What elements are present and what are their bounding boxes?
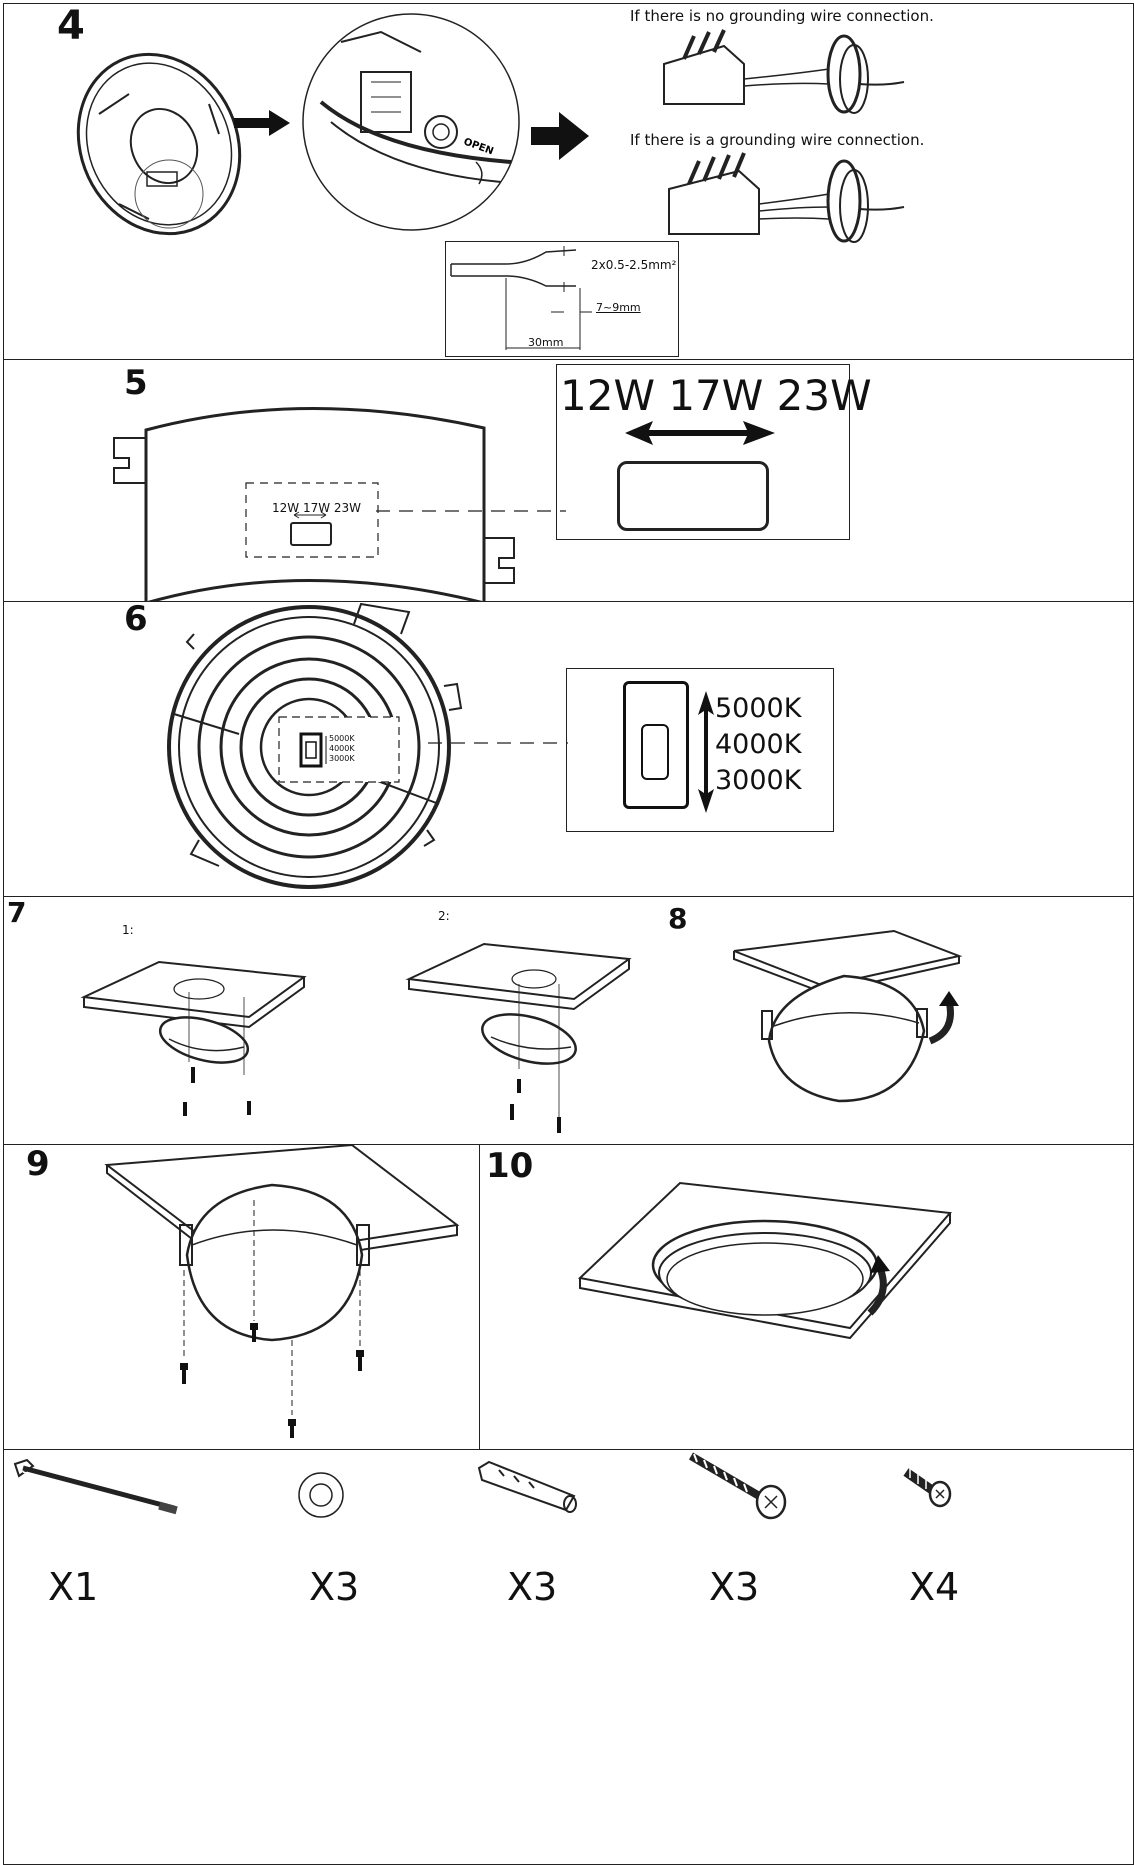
cct-zoom-5000: 5000K xyxy=(715,693,802,724)
terminal-closeup-illustration: OPEN xyxy=(302,13,520,231)
part-qty-washer: X3 xyxy=(309,1565,360,1609)
cct-small-5000: 5000K xyxy=(329,734,355,743)
part-qty-hex-key: X1 xyxy=(48,1565,99,1609)
step-number: 10 xyxy=(486,1146,534,1186)
part-qty-wall-plug: X3 xyxy=(507,1565,558,1609)
power-label-zoom: 12W 17W 23W xyxy=(560,371,872,420)
wire-strip-diagram xyxy=(450,246,592,350)
substep-2-label: 2: xyxy=(438,909,450,923)
step-5-panel: 5 12W 17W 23W 12W 17W 23W xyxy=(3,359,1134,605)
connector-no-ground-illustration xyxy=(663,29,905,114)
step-9-illustration xyxy=(104,1143,460,1438)
power-switch-zoom-box: 12W 17W 23W xyxy=(556,364,872,540)
power-label-small: 12W 17W 23W xyxy=(272,501,362,515)
wire-strip-box: 2x0.5-2.5mm² 7~9mm 30mm xyxy=(445,241,679,357)
arrow-right-icon xyxy=(531,112,589,160)
driver-box-illustration xyxy=(113,407,515,605)
machine-screw-icon xyxy=(903,1468,952,1508)
sheath-length-label: 30mm xyxy=(528,336,564,349)
wire-spec-label: 2x0.5-2.5mm² xyxy=(591,258,677,272)
no-ground-caption: If there is no grounding wire connection… xyxy=(630,7,934,25)
substep-1-label: 1: xyxy=(122,923,134,937)
step-7-1-illustration xyxy=(80,960,307,1116)
part-qty-machine-screw: X4 xyxy=(909,1565,960,1609)
step-4-panel: 4 OPEN If there xyxy=(3,3,1134,360)
cct-switch-knob xyxy=(641,724,669,780)
wall-plug-icon xyxy=(477,1460,577,1513)
step-number: 5 xyxy=(124,363,148,403)
step-10-panel: 10 xyxy=(479,1144,1134,1450)
double-arrow-icon xyxy=(625,421,775,445)
cct-switch-zoom-box: 5000K 4000K 3000K xyxy=(566,668,834,832)
step-number: 9 xyxy=(26,1144,50,1184)
step-8-illustration xyxy=(733,929,963,1103)
vertical-double-arrow-icon xyxy=(698,691,714,813)
power-switch xyxy=(617,461,769,531)
connector-ground-illustration xyxy=(668,152,905,243)
cct-zoom-3000: 3000K xyxy=(715,765,802,796)
step-7-2-illustration xyxy=(405,942,632,1133)
cct-small-3000: 3000K xyxy=(329,754,355,763)
ground-caption: If there is a grounding wire connection. xyxy=(630,131,925,149)
parts-panel: X1 X3 X3 X3 X4 xyxy=(3,1449,1134,1865)
cct-switch xyxy=(623,681,689,809)
step-7-8-panel: 7 1: 2: 8 xyxy=(3,896,1134,1145)
step-9-panel: 9 xyxy=(3,1143,480,1450)
step-number: 8 xyxy=(668,902,688,935)
arrow-right-icon xyxy=(234,110,290,136)
wood-screw-icon xyxy=(688,1452,787,1520)
cct-zoom-4000: 4000K xyxy=(715,729,802,760)
mounting-ring-illustration xyxy=(76,52,242,236)
washer-icon xyxy=(298,1472,344,1518)
cct-small-4000: 4000K xyxy=(329,744,355,753)
step-number: 7 xyxy=(7,896,27,929)
step-6-panel: 6 5000K 4000K 3000K xyxy=(3,601,1134,897)
step-number: 4 xyxy=(57,3,85,49)
step-number: 6 xyxy=(124,599,148,639)
part-qty-wood-screw: X3 xyxy=(709,1565,760,1609)
strip-length-label: 7~9mm xyxy=(596,301,641,314)
step-10-illustration xyxy=(577,1181,953,1340)
leader-line xyxy=(428,742,568,744)
hex-key-icon xyxy=(13,1458,178,1515)
leader-line xyxy=(376,510,566,512)
